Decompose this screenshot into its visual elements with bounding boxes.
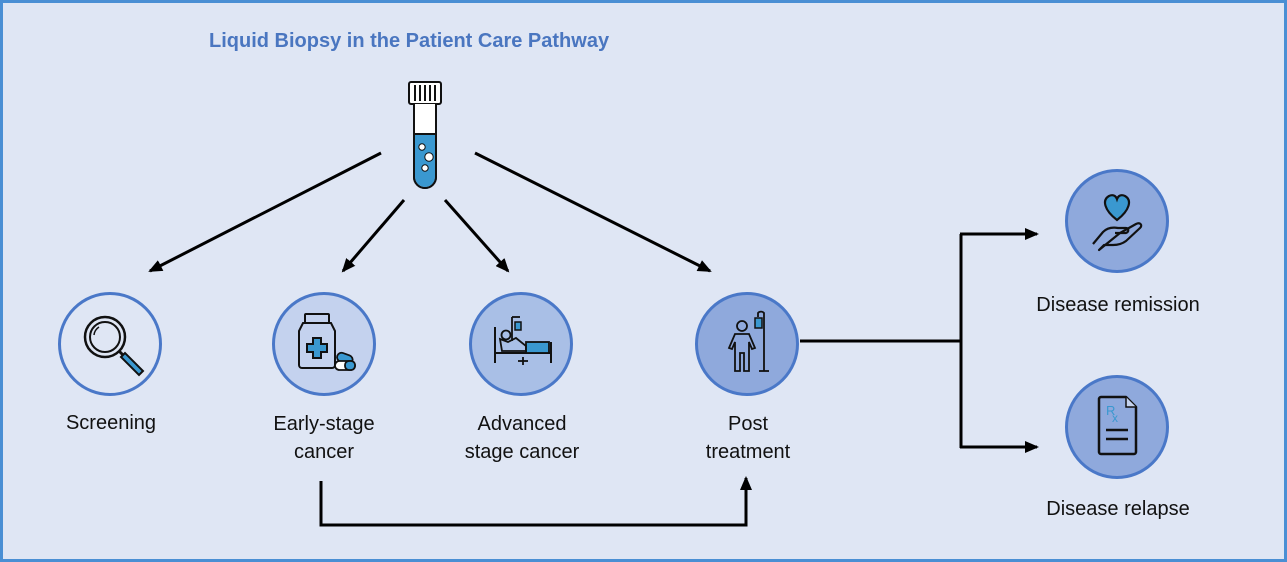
connectors bbox=[148, 151, 1039, 527]
node-disease-remission bbox=[1065, 169, 1169, 273]
test-tube-icon bbox=[408, 81, 442, 189]
svg-text:x: x bbox=[1112, 411, 1118, 425]
diagram-title: Liquid Biopsy in the Patient Care Pathwa… bbox=[209, 30, 610, 52]
node-post-treatment bbox=[695, 292, 799, 396]
heart-in-hand-icon bbox=[1092, 194, 1143, 252]
arrow-early-to-post bbox=[319, 476, 752, 527]
hospital-bed-icon bbox=[494, 316, 552, 365]
label-line: Advanced bbox=[477, 413, 567, 435]
label-disease-relapse: Disease relapse bbox=[1046, 495, 1189, 523]
node-early-stage-cancer bbox=[272, 292, 376, 396]
label-line: Early-stage bbox=[273, 413, 375, 435]
label-line: Disease relapse bbox=[1046, 498, 1190, 520]
label-line: treatment bbox=[705, 441, 791, 463]
node-screening bbox=[58, 292, 162, 396]
label-line: Screening bbox=[65, 412, 157, 434]
label-screening: Screening bbox=[66, 409, 156, 437]
label-disease-remission: Disease remission bbox=[1036, 291, 1199, 319]
prescription-document-icon: R x bbox=[1097, 395, 1138, 456]
patient-iv-drip-icon bbox=[727, 310, 769, 372]
label-line: stage cancer bbox=[464, 441, 580, 463]
label-post-treatment: Post treatment bbox=[706, 410, 790, 466]
label-line: cancer bbox=[293, 441, 355, 463]
magnifying-glass-icon bbox=[83, 315, 145, 377]
arrow-to-early-stage bbox=[341, 199, 406, 273]
label-advanced-stage-cancer: Advanced stage cancer bbox=[465, 410, 580, 466]
label-early-stage-cancer: Early-stage cancer bbox=[273, 410, 374, 466]
medicine-bottle-icon bbox=[298, 313, 356, 371]
arrow-to-advanced-stage bbox=[443, 199, 510, 273]
node-advanced-stage-cancer bbox=[469, 292, 573, 396]
node-disease-relapse: R x bbox=[1065, 375, 1169, 479]
arrow-to-screening bbox=[148, 151, 382, 273]
label-line: Post bbox=[727, 413, 769, 435]
label-line: Disease remission bbox=[1036, 294, 1200, 316]
arrow-to-post-treatment bbox=[474, 151, 712, 273]
svg-text:R: R bbox=[1106, 403, 1115, 418]
